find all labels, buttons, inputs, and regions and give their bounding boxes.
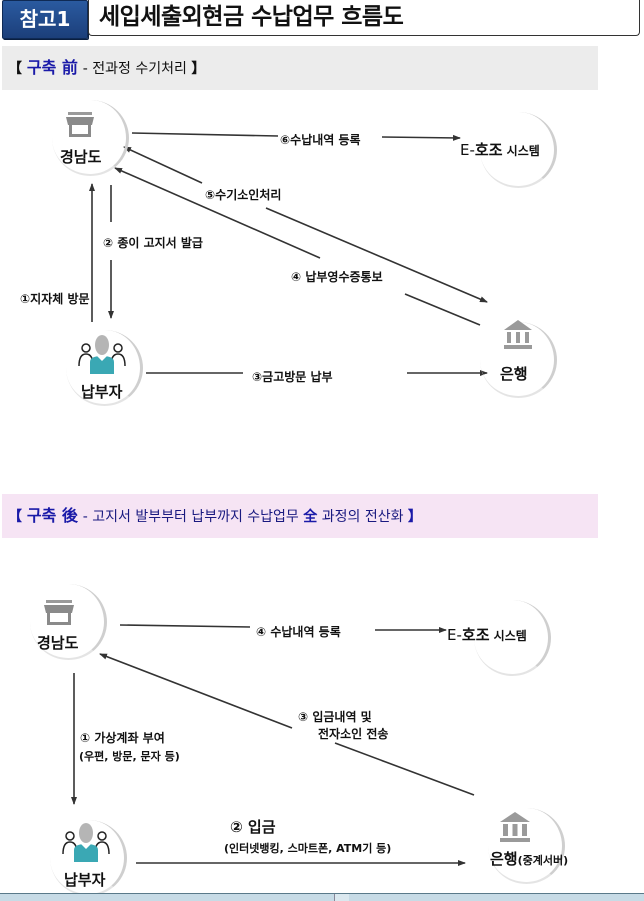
- node-gyeongnam-label: 경남도: [60, 148, 102, 166]
- ehojo-prefix: E-: [447, 626, 462, 644]
- section-after-desc-a: - 고지서 발부부터 납부까지 수납업무: [82, 509, 304, 525]
- step-2-sub: (인터넷뱅킹, 스마트폰, ATM기 등): [224, 842, 392, 855]
- bracket-close: 】: [191, 61, 206, 77]
- ehojo-bold: 호조: [474, 141, 503, 159]
- step-2-label: ② 입금: [230, 818, 276, 836]
- bank-icon: [504, 320, 532, 349]
- step-1-label: ① 가상계좌 부여: [80, 731, 165, 745]
- step-1-sub: (우편, 방문, 문자 등): [79, 750, 180, 763]
- node-ehojo-after: [474, 600, 551, 676]
- node-payer-before: [66, 330, 143, 406]
- step-2-label: ② 종이 고지서 발급: [103, 236, 203, 250]
- reference-badge: 참고1: [2, 0, 88, 39]
- store-icon: [44, 600, 74, 625]
- step-4-label: ④ 수납내역 등록: [256, 625, 341, 639]
- ehojo-suffix: 시스템: [502, 144, 540, 158]
- step-5-label: ⑤수기소인처리: [205, 188, 282, 202]
- section-after-desc-key: 全: [303, 509, 318, 525]
- bank-name: 은행: [490, 850, 518, 868]
- bracket-close: 】: [407, 509, 422, 525]
- node-payer-label: 납부자: [81, 383, 123, 401]
- step-1-label: ①지자체 방문: [20, 292, 90, 306]
- ehojo-suffix: 시스템: [489, 629, 527, 643]
- step-3-label: ③금고방문 납부: [252, 370, 333, 384]
- bank-icon: [500, 812, 530, 842]
- node-ehojo-label: E-호조 시스템: [460, 139, 540, 160]
- node-bank-label: 은행: [500, 365, 528, 383]
- page-title: 세입세출외현금 수납업무 흐름도: [88, 0, 640, 36]
- store-icon: [66, 112, 94, 137]
- node-bank-before: [480, 322, 557, 398]
- bracket-open: 【: [8, 509, 22, 525]
- node-payer-label: 납부자: [64, 871, 106, 889]
- section-after-key: 구축 後: [26, 506, 78, 525]
- section-after-desc-b: 과정의 전산화: [317, 509, 408, 525]
- step-3-label-line1: ③ 입금내역 및: [298, 710, 372, 724]
- step-3-label-line2: 전자소인 전송: [318, 727, 389, 741]
- node-gyeongnam-after: [30, 584, 107, 660]
- people-icon: [78, 335, 126, 374]
- node-bank-after: [488, 808, 565, 884]
- ehojo-bold: 호조: [461, 626, 490, 644]
- step-4-label: ④ 납부영수증통보: [291, 270, 383, 284]
- ehojo-prefix: E-: [460, 141, 475, 159]
- bank-sub: (중계서버): [517, 854, 569, 867]
- horizontal-scrollbar[interactable]: [0, 893, 644, 901]
- section-before-desc: - 전과정 수기처리: [82, 61, 192, 77]
- scrollbar-thumb[interactable]: [334, 894, 349, 901]
- bracket-open: 【: [8, 61, 22, 77]
- section-after-header: 【 구축 後 - 고지서 발부부터 납부까지 수납업무 全 과정의 전산화 】: [2, 494, 598, 538]
- node-gyeongnam-before: [52, 100, 129, 176]
- node-bank-label: 은행(중계서버): [490, 848, 568, 869]
- step-6-label: ⑥수납내역 등록: [280, 133, 361, 147]
- section-before-header: 【 구축 前 - 전과정 수기처리 】: [2, 46, 598, 90]
- section-before-key: 구축 前: [26, 58, 78, 77]
- node-ehojo-before: [480, 112, 557, 188]
- node-gyeongnam-label: 경남도: [37, 634, 79, 652]
- people-icon: [62, 823, 110, 862]
- node-ehojo-label: E-호조 시스템: [447, 624, 527, 645]
